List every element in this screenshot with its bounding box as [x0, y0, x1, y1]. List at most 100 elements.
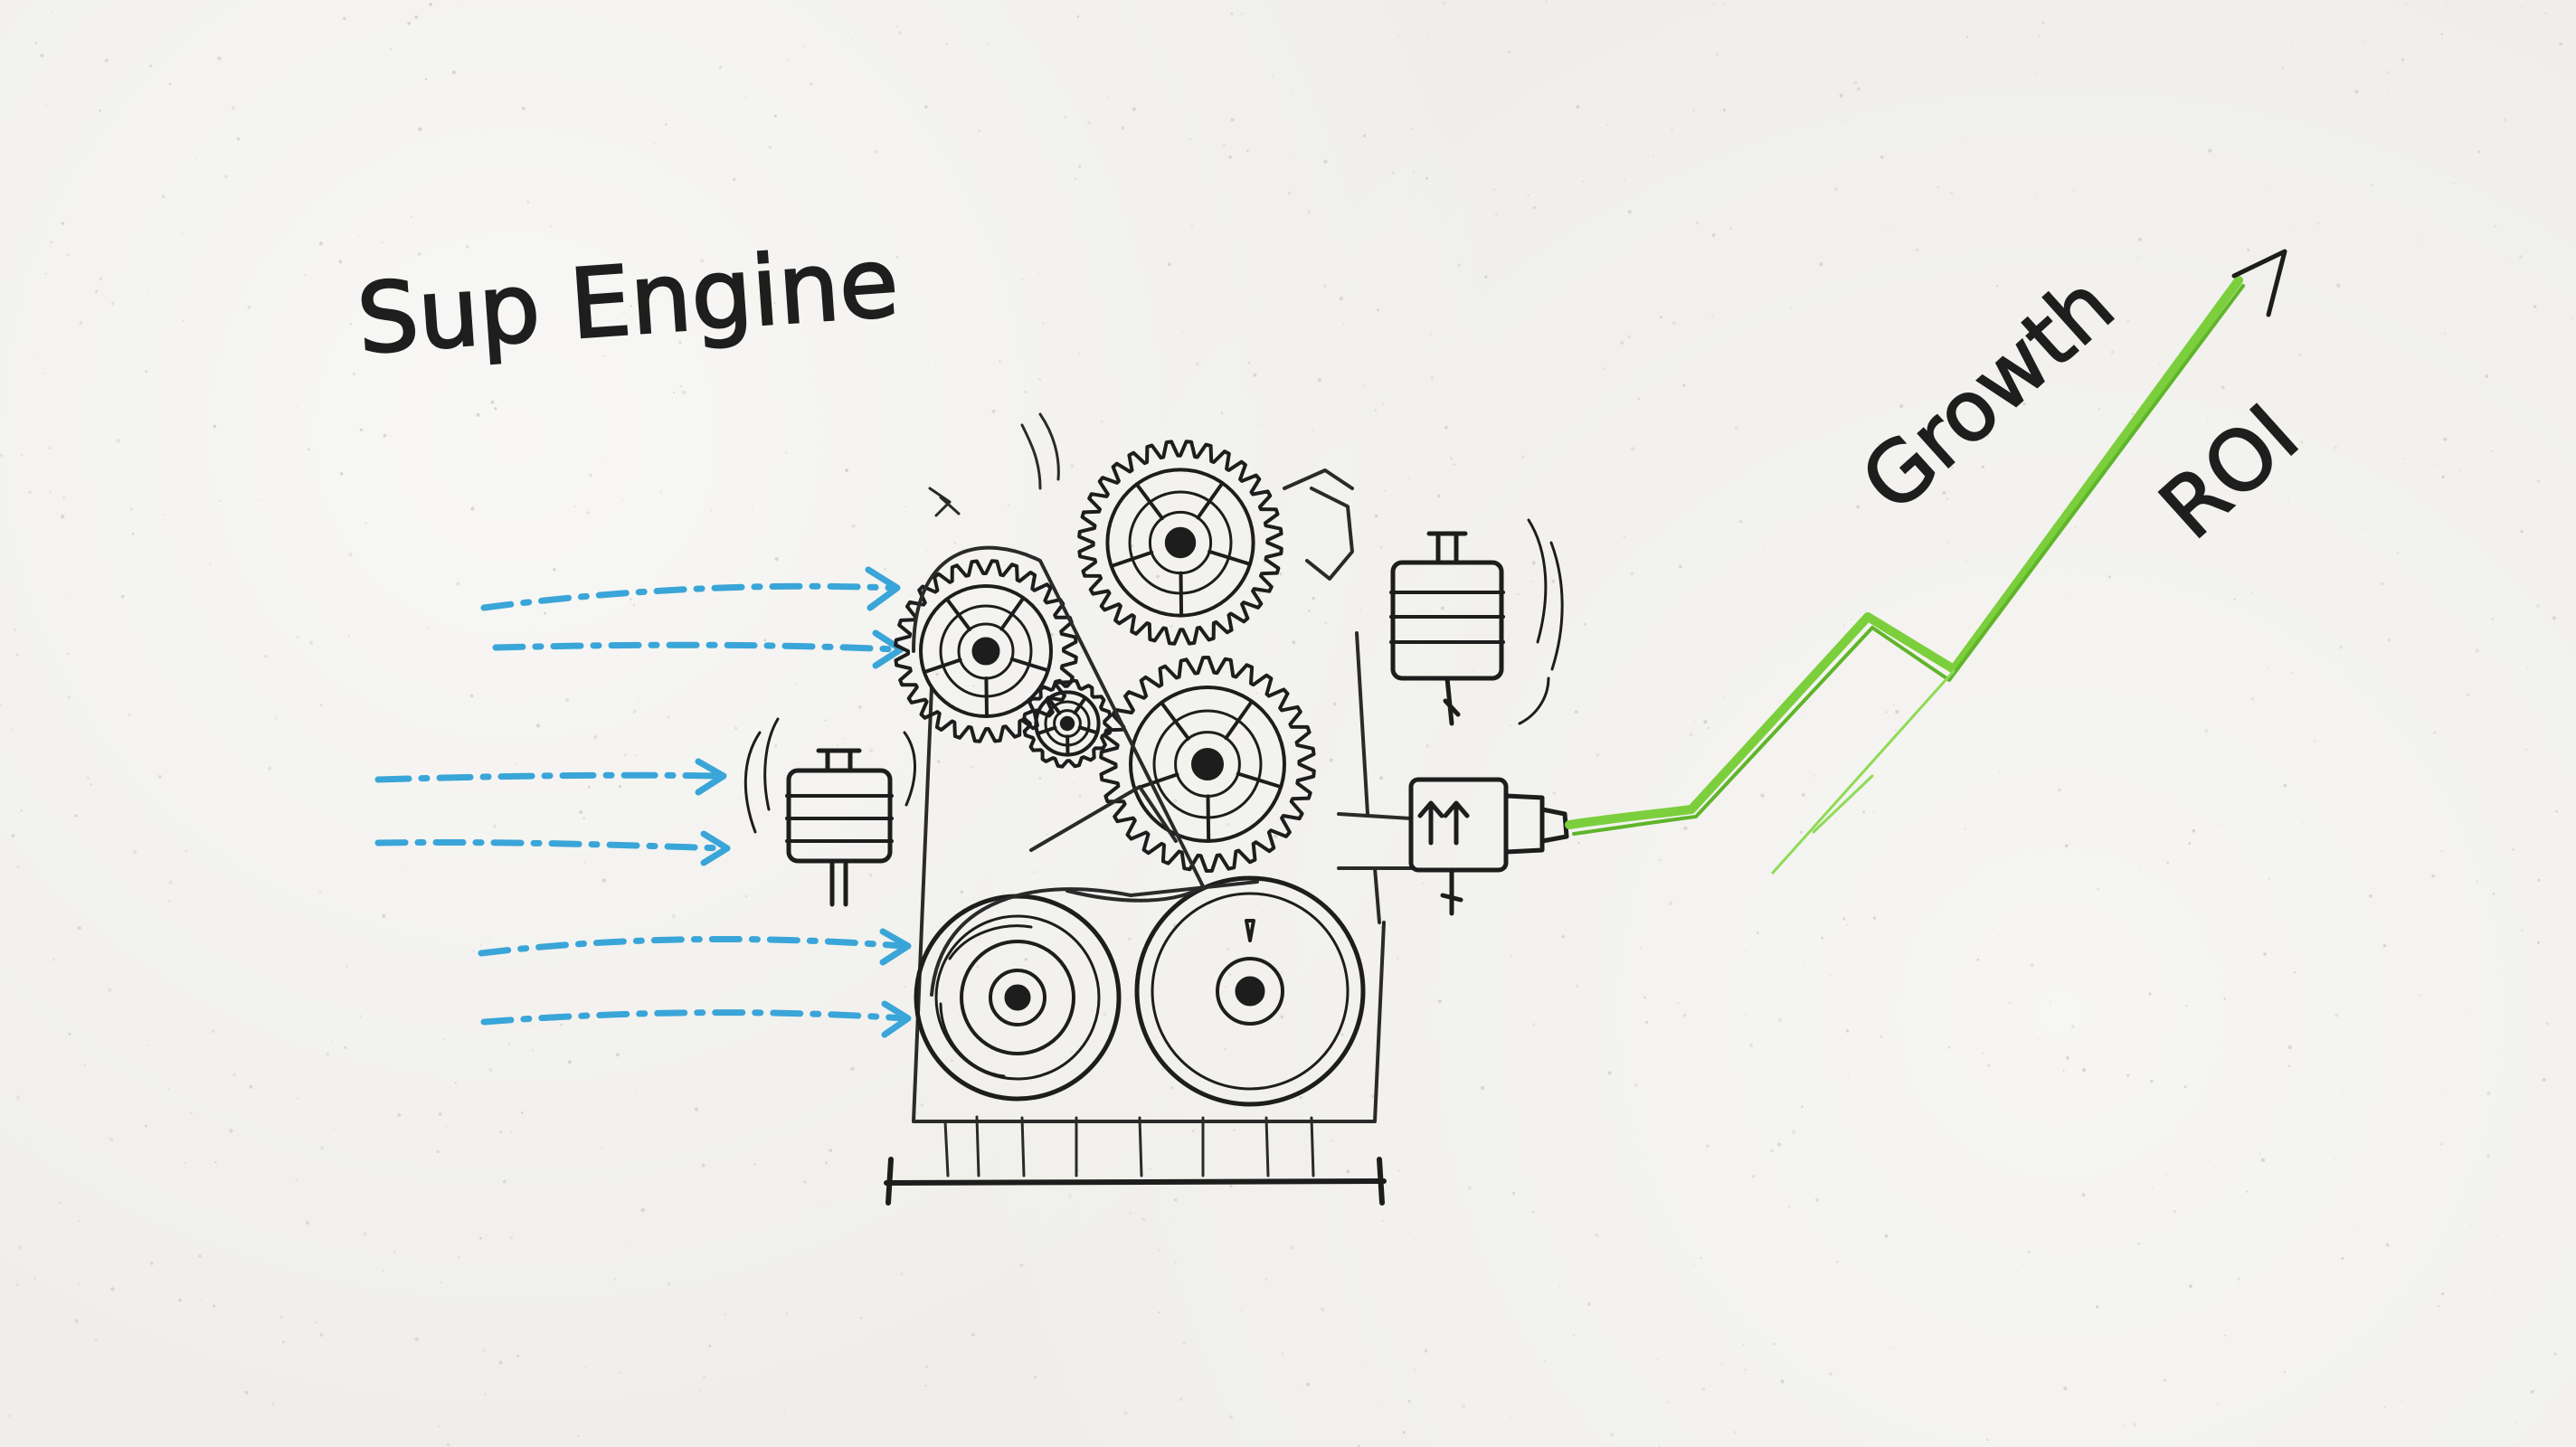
paper-speck	[803, 1180, 807, 1184]
paper-speck	[67, 695, 71, 700]
paper-speck	[1329, 758, 1333, 762]
paper-speck	[304, 273, 307, 277]
paper-speck	[1706, 1144, 1709, 1148]
paper-speck	[2536, 898, 2539, 900]
paper-speck	[2071, 1025, 2075, 1028]
paper-speck	[623, 753, 627, 757]
paper-speck	[577, 1434, 580, 1437]
paper-speck	[1411, 127, 1415, 130]
paper-speck	[2027, 1251, 2031, 1253]
paper-speck	[346, 965, 348, 968]
paper-speck	[1734, 426, 1738, 430]
paper-speck	[295, 317, 298, 320]
paper-speck	[2354, 90, 2359, 94]
paper-speck	[1965, 35, 1969, 39]
paper-speck	[2334, 446, 2337, 449]
paper-speck	[1877, 442, 1880, 446]
paper-speck	[630, 597, 633, 601]
paper-speck	[972, 685, 975, 687]
paper-speck	[2057, 788, 2062, 792]
paper-speck	[2440, 33, 2443, 35]
gear-teeth	[1022, 678, 1113, 769]
paper-speck	[2466, 693, 2470, 696]
paper-speck	[1712, 3, 1715, 6]
paper-speck	[895, 255, 899, 259]
paper-speck	[1792, 1130, 1796, 1134]
paper-speck	[1323, 621, 1328, 625]
paper-speck	[1156, 574, 1160, 579]
paper-speck	[1167, 262, 1171, 267]
paper-speck	[2542, 1077, 2546, 1083]
paper-speck	[1024, 958, 1028, 961]
paper-speck	[77, 926, 81, 931]
paper-speck	[1692, 1263, 1695, 1266]
paper-speck	[1659, 316, 1662, 319]
paper-speck	[987, 43, 990, 44]
gear-spoke	[1160, 701, 1190, 741]
paper-speck	[1814, 1197, 1820, 1202]
paper-speck	[1128, 937, 1132, 941]
paper-speck	[634, 753, 637, 756]
paper-speck	[2338, 852, 2340, 854]
paper-speck	[1634, 1083, 1638, 1087]
paper-speck	[95, 814, 98, 817]
paper-speck	[2553, 1352, 2557, 1356]
paper-speck	[701, 1163, 706, 1168]
gear-spoke	[1134, 482, 1164, 521]
gear-teeth	[1077, 440, 1283, 646]
paper-speck	[695, 1107, 698, 1111]
paper-speck	[397, 1113, 402, 1117]
paper-speck	[1038, 777, 1042, 780]
paper-speck	[1981, 465, 1985, 469]
paper-speck	[2419, 239, 2420, 241]
paper-speck	[560, 1023, 564, 1026]
paper-speck	[1872, 916, 1877, 920]
paper-speck	[1517, 593, 1520, 596]
paper-speck	[1551, 579, 1556, 583]
paper-speck	[2232, 429, 2237, 433]
paper-speck	[1752, 1175, 1756, 1178]
paper-speck	[2401, 458, 2405, 460]
paper-speck	[1895, 709, 1899, 714]
paper-speck	[308, 640, 314, 645]
paper-speck	[927, 362, 930, 364]
gear-ring	[971, 637, 1000, 666]
paper-speck	[1814, 20, 1816, 23]
paper-speck	[1770, 1149, 1775, 1153]
paper-speck	[2520, 529, 2524, 534]
paper-speck	[935, 672, 939, 676]
paper-speck	[331, 1040, 333, 1043]
paper-speck	[297, 1097, 299, 1100]
paper-speck	[1653, 154, 1654, 156]
paper-speck	[2221, 385, 2225, 390]
paper-speck	[521, 107, 526, 110]
paper-speck	[1280, 1015, 1284, 1019]
paper-speck	[61, 515, 65, 519]
paper-speck	[795, 682, 798, 685]
paper-speck	[2189, 1284, 2192, 1289]
gear-spoke	[1206, 794, 1211, 843]
paper-speck	[2313, 740, 2316, 742]
paper-speck	[763, 638, 767, 642]
paper-speck	[100, 28, 103, 31]
paper-speck	[1141, 1217, 1146, 1222]
paper-speck	[861, 207, 864, 209]
paper-speck	[429, 2, 433, 6]
paper-speck	[249, 1084, 253, 1089]
paper-speck	[2302, 821, 2305, 824]
paper-speck	[131, 533, 135, 535]
paper-speck	[2289, 229, 2292, 232]
paper-speck	[586, 511, 591, 515]
paper-speck	[15, 653, 19, 657]
paper-speck	[744, 894, 748, 898]
paper-speck	[20, 809, 23, 812]
paper-speck	[2192, 828, 2196, 833]
paper-speck	[1694, 721, 1696, 724]
paper-speck	[28, 1140, 31, 1142]
paper-speck	[0, 704, 2, 706]
paper-speck	[802, 46, 805, 48]
paper-speck	[1595, 1234, 1599, 1237]
paper-speck	[2521, 929, 2524, 932]
paper-speck	[1129, 1212, 1132, 1215]
paper-speck	[1679, 564, 1682, 569]
